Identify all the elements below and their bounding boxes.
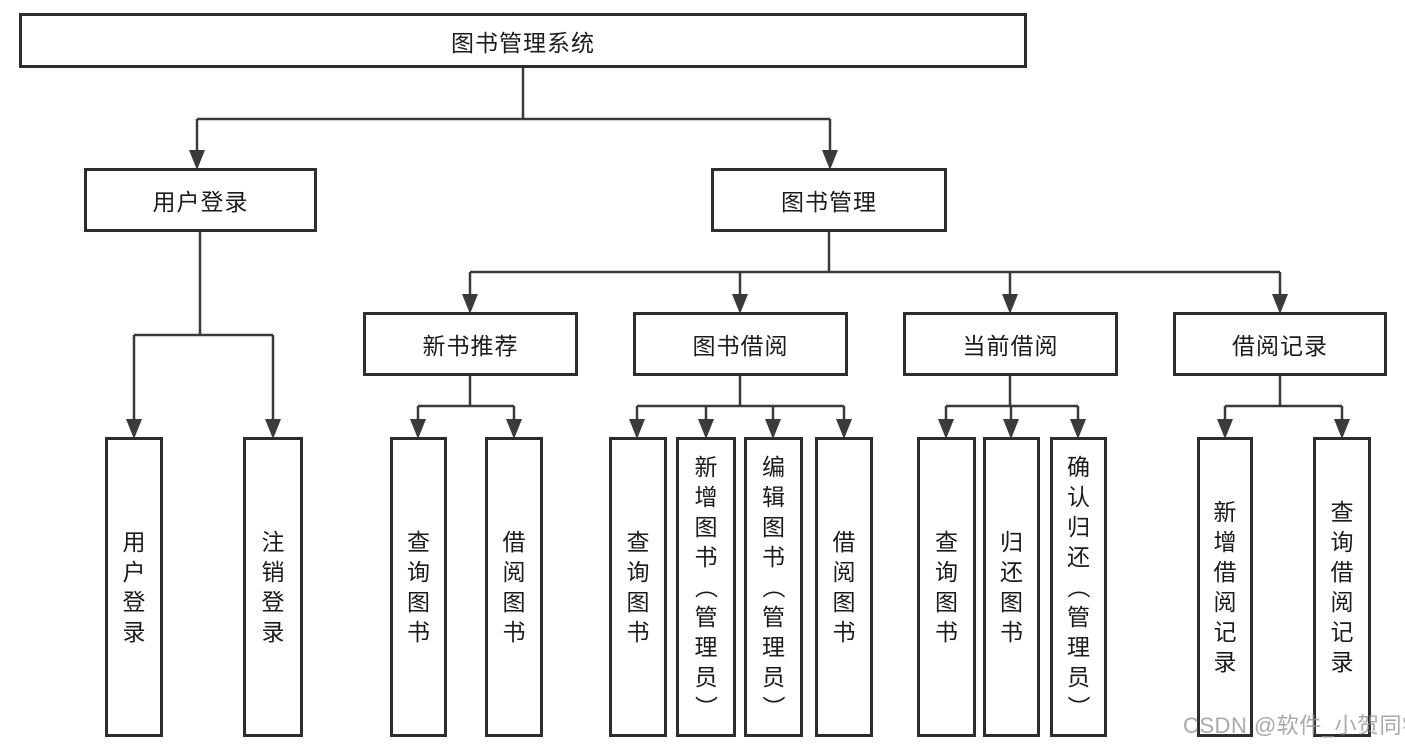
leaf-borrow-books: 借阅图书	[815, 437, 873, 737]
node-root-label: 图书管理系统	[451, 29, 595, 56]
leaf-query-books-current-label: 查询图书	[935, 529, 958, 645]
node-book-borrow-label: 图书借阅	[692, 333, 789, 359]
node-book-management: 图书管理	[711, 168, 947, 232]
leaf-user-login-label: 用户登录	[122, 529, 146, 645]
leaf-query-borrow-record: 查询借阅记录	[1313, 437, 1371, 737]
node-new-book-recommend-label: 新书推荐	[422, 333, 519, 359]
node-new-book-recommend: 新书推荐	[363, 312, 578, 376]
leaf-query-books-borrow: 查询图书	[609, 437, 667, 737]
node-book-management-label: 图书管理	[781, 189, 877, 215]
node-current-borrow-label: 当前借阅	[962, 333, 1059, 359]
leaf-user-login: 用户登录	[105, 437, 163, 737]
leaf-borrow-books-recommend: 借阅图书	[485, 437, 543, 737]
watermark: CSDN @软件_小贺同学	[1183, 713, 1405, 738]
leaf-confirm-return-admin-label: 确认归还（管理员）	[1065, 454, 1092, 719]
leaf-return-book: 归还图书	[983, 437, 1040, 737]
leaf-return-book-label: 归还图书	[1000, 529, 1023, 645]
leaf-logout: 注销登录	[243, 437, 303, 737]
leaf-edit-book-admin: 编辑图书（管理员）	[744, 437, 803, 737]
leaf-query-borrow-record-label: 查询借阅记录	[1330, 499, 1354, 675]
leaf-confirm-return-admin: 确认归还（管理员）	[1050, 437, 1107, 737]
leaf-logout-label: 注销登录	[261, 529, 285, 645]
leaf-query-books-recommend: 查询图书	[390, 437, 447, 737]
leaf-borrow-books-label: 借阅图书	[832, 529, 856, 645]
leaf-query-books-current: 查询图书	[917, 437, 976, 737]
leaf-edit-book-admin-label: 编辑图书（管理员）	[760, 454, 787, 719]
node-book-borrow: 图书借阅	[633, 312, 848, 376]
node-user-login-label: 用户登录	[152, 189, 249, 215]
leaf-add-book-admin-label: 新增图书（管理员）	[693, 454, 719, 719]
node-root: 图书管理系统	[19, 13, 1027, 68]
leaf-query-books-borrow-label: 查询图书	[626, 529, 650, 645]
leaf-query-books-recommend-label: 查询图书	[407, 529, 430, 645]
leaf-add-borrow-record-label: 新增借阅记录	[1213, 499, 1237, 675]
node-borrow-records: 借阅记录	[1173, 312, 1387, 376]
node-current-borrow: 当前借阅	[903, 312, 1118, 376]
node-user-login: 用户登录	[84, 168, 317, 232]
node-borrow-records-label: 借阅记录	[1232, 333, 1328, 359]
leaf-add-book-admin: 新增图书（管理员）	[676, 437, 736, 737]
leaf-add-borrow-record: 新增借阅记录	[1197, 437, 1253, 737]
leaf-borrow-books-recommend-label: 借阅图书	[502, 529, 526, 645]
